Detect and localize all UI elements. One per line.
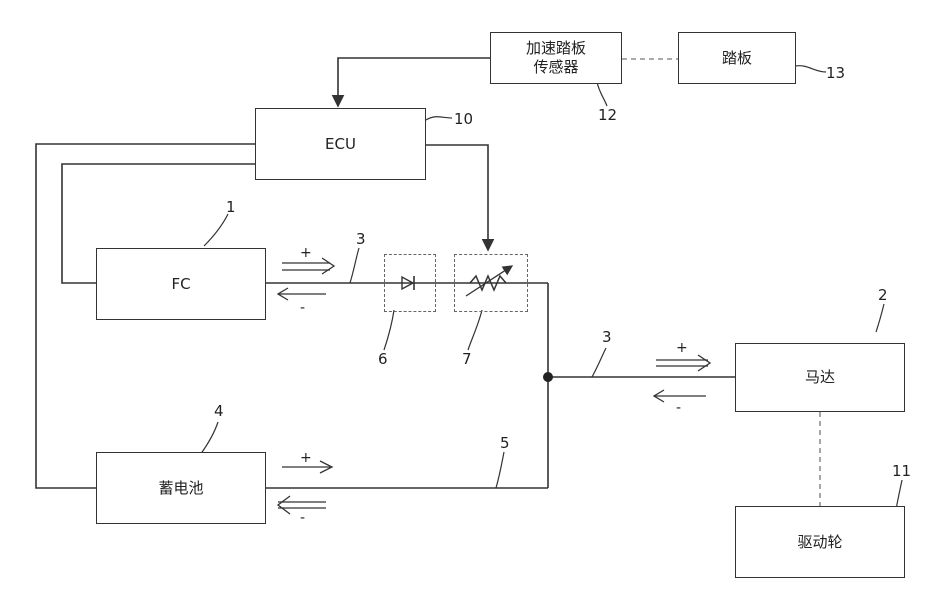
ref-pedal: 13 bbox=[826, 64, 845, 82]
ref-sensor: 12 bbox=[598, 106, 617, 124]
ref-motor: 2 bbox=[878, 286, 888, 304]
fuel-cell-block: FC bbox=[96, 248, 266, 320]
pedal-label: 踏板 bbox=[722, 49, 752, 68]
sensor-to-ecu-wire bbox=[338, 58, 490, 106]
ref-battery: 4 bbox=[214, 402, 224, 420]
ref-resistor: 7 bbox=[462, 350, 472, 368]
ecu-label: ECU bbox=[325, 135, 356, 154]
ecu-block: ECU bbox=[255, 108, 426, 180]
plus-sign-motor: + bbox=[676, 340, 688, 356]
ref-line-battery: 5 bbox=[500, 434, 510, 452]
pedal-block: 踏板 bbox=[678, 32, 796, 84]
ref-line-main: 3 bbox=[602, 328, 612, 346]
battery-block: 蓄电池 bbox=[96, 452, 266, 524]
ref-diode: 6 bbox=[378, 350, 388, 368]
motor-block: 马达 bbox=[735, 343, 905, 412]
ref-wheel: 11 bbox=[892, 462, 911, 480]
battery-label: 蓄电池 bbox=[158, 479, 203, 498]
fc-label: FC bbox=[171, 275, 190, 294]
accelerator-pedal-sensor-block: 加速踏板 传感器 bbox=[490, 32, 622, 84]
ecu-to-resistor-wire bbox=[426, 145, 488, 250]
sensor-label-line1: 加速踏板 bbox=[526, 39, 586, 58]
minus-sign-battery: - bbox=[300, 510, 305, 526]
sensor-label-line2: 传感器 bbox=[526, 58, 586, 77]
plus-sign-fc: + bbox=[300, 245, 312, 261]
minus-sign-motor: - bbox=[676, 400, 681, 416]
resistor-box bbox=[454, 254, 528, 312]
drive-wheel-block: 驱动轮 bbox=[735, 506, 905, 578]
minus-sign-fc: - bbox=[300, 300, 305, 316]
drive-wheel-label: 驱动轮 bbox=[797, 533, 842, 552]
plus-sign-battery: + bbox=[300, 450, 312, 466]
junction-node bbox=[543, 372, 553, 382]
ref-ecu: 10 bbox=[454, 110, 473, 128]
ref-line-top: 3 bbox=[356, 230, 366, 248]
diode-box bbox=[384, 254, 436, 312]
motor-label: 马达 bbox=[805, 368, 835, 387]
ref-fc: 1 bbox=[226, 198, 236, 216]
